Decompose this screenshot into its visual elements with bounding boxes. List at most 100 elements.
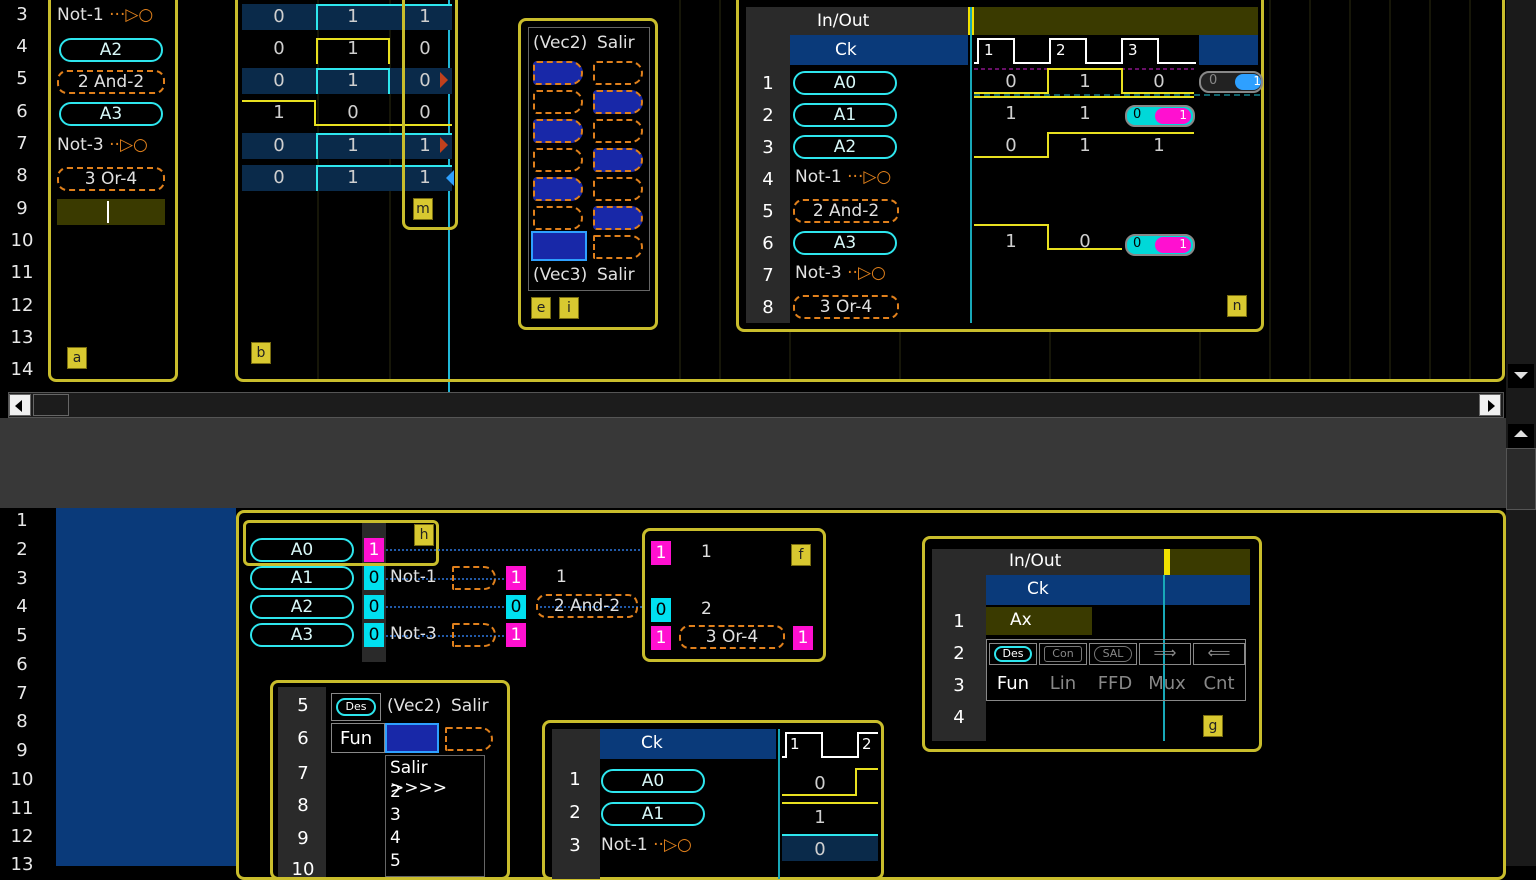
tab-cnt[interactable]: Cnt (1203, 673, 1235, 694)
buffer-gate-icon[interactable] (531, 231, 587, 261)
scroll-right-button[interactable] (1479, 394, 1501, 416)
or-4-gate[interactable]: 3 Or-4 (57, 167, 165, 191)
menu-item-4[interactable]: 4 (390, 828, 401, 848)
vec2-label[interactable]: (Vec2) (533, 33, 588, 53)
not-1-label[interactable]: Not-1 (390, 567, 437, 587)
pane-splitter[interactable] (0, 418, 1506, 508)
tab-con[interactable]: Con (1039, 643, 1087, 665)
and-gate-icon[interactable] (533, 61, 583, 85)
signal-a0[interactable]: A0 (250, 538, 354, 562)
edit-row[interactable] (57, 199, 165, 225)
bit-not1[interactable]: 1 (506, 566, 526, 590)
tab-ffd[interactable]: FFD (1097, 673, 1133, 694)
vec2-label[interactable]: (Vec2) (387, 696, 442, 716)
and-gate-icon[interactable] (385, 723, 439, 753)
menu-item-2[interactable]: 2 (390, 782, 401, 802)
or-gate-icon[interactable] (533, 119, 583, 143)
not-1-gate[interactable]: Not-1 ··▷○ (601, 835, 692, 855)
panel-ck[interactable]: Ck 1 2 1 2 3 A0 A1 Not-1 ··▷○ 0 1 0 (542, 720, 884, 880)
buffer-gate-icon[interactable] (593, 235, 643, 259)
salir-label[interactable]: Salir (451, 696, 489, 716)
bit-f1[interactable]: 1 (651, 541, 671, 565)
not-gate-icon[interactable] (452, 623, 496, 647)
tab-fun[interactable]: Fun (996, 673, 1030, 694)
panel-b-frame[interactable] (235, 0, 1505, 382)
menu-item-5[interactable]: 5 (390, 851, 401, 871)
signal-a3[interactable]: A3 (793, 231, 897, 255)
xnor-gate-icon[interactable] (593, 206, 643, 230)
bit-or4-out[interactable]: 1 (793, 626, 813, 650)
and-gate-icon[interactable] (533, 177, 583, 201)
signal-a1[interactable]: A1 (250, 566, 354, 590)
not-gate-icon[interactable] (445, 727, 493, 751)
salir-label[interactable]: Salir (597, 265, 635, 285)
or-4-gate[interactable]: 3 Or-4 (793, 295, 899, 319)
and-2-gate[interactable]: 2 And-2 (57, 70, 165, 94)
xnor-gate-icon[interactable] (593, 148, 643, 172)
scroll-down-button[interactable] (1508, 364, 1534, 388)
dropdown-menu[interactable]: Salir >>>> 2 3 4 5 (385, 755, 485, 877)
scroll-thumb[interactable] (1506, 448, 1536, 510)
signal-a3[interactable]: A3 (250, 623, 354, 647)
signal-a1[interactable]: A1 (793, 103, 897, 127)
vec3-label[interactable]: (Vec3) (533, 265, 588, 285)
not-3-label[interactable]: Not-3 (390, 624, 437, 644)
panel-a[interactable]: Not-1 ···▷○ A2 2 And-2 A3 Not-3 ··▷○ 3 O… (48, 0, 178, 382)
bit-and2-in[interactable]: 0 (506, 595, 526, 619)
or-4-gate[interactable]: 3 Or-4 (679, 625, 785, 649)
not-1-gate[interactable]: Not-1 ···▷○ (795, 167, 892, 187)
bit-a0[interactable]: 1 (364, 538, 384, 562)
signal-a2[interactable]: A2 (59, 38, 163, 62)
xor-gate-icon[interactable] (533, 148, 583, 172)
nand-gate-icon[interactable] (593, 90, 643, 114)
signal-a2[interactable]: A2 (250, 595, 354, 619)
bit-a1[interactable]: 0 (364, 566, 384, 590)
not-gate-icon[interactable] (593, 61, 643, 85)
vertical-scrollbar[interactable] (1506, 0, 1536, 866)
or-gate-icon[interactable] (593, 177, 643, 201)
tab-fun[interactable]: Fun (331, 723, 385, 753)
menu-item-salir[interactable]: Salir >>>> (390, 758, 447, 798)
tab-des[interactable]: Des (331, 693, 381, 721)
and-2-gate[interactable]: 2 And-2 (536, 594, 638, 618)
signal-a3[interactable]: A3 (59, 102, 163, 126)
panel-g[interactable]: In/Out Ck 1 2 3 4 Ax Des Con SAL ⟹ ⟸ Fun… (922, 536, 1262, 752)
tab-des[interactable]: Des (989, 643, 1037, 665)
xor-gate-icon[interactable] (533, 206, 583, 230)
panel-f[interactable]: 1 0 1 1 2 3 Or-4 1 f (642, 528, 826, 662)
and-gate-icon[interactable] (533, 90, 583, 114)
panel-h[interactable] (243, 520, 439, 566)
salir-label[interactable]: Salir (597, 33, 635, 53)
signal-a0[interactable]: A0 (601, 769, 705, 793)
signal-name-input[interactable]: Ax (986, 607, 1092, 635)
bit-f3[interactable]: 1 (651, 626, 671, 650)
tab-mux[interactable]: Mux (1148, 673, 1186, 694)
nor-gate-icon[interactable] (593, 119, 643, 143)
scroll-left-button[interactable] (9, 394, 31, 416)
selection-column[interactable] (56, 508, 236, 866)
signal-a2[interactable]: A2 (793, 135, 897, 159)
panel-ei[interactable]: (Vec2) Salir (Vec3) Salir e i (518, 18, 658, 330)
signal-a0[interactable]: A0 (793, 71, 897, 95)
not-gate-icon[interactable] (452, 566, 496, 590)
panel-n[interactable]: In/Out Ck 1 2 3 1 2 3 4 5 6 7 8 A0 A1 A2… (736, 0, 1264, 332)
bit-f2[interactable]: 0 (651, 598, 671, 622)
panel-m[interactable]: m (402, 0, 458, 230)
bit-a2[interactable]: 0 (364, 595, 384, 619)
tab-sal[interactable]: SAL (1089, 643, 1137, 665)
menu-item-3[interactable]: 3 (390, 805, 401, 825)
not-3-gate[interactable]: Not-3 ··▷○ (795, 263, 886, 283)
top-horizontal-scrollbar[interactable] (8, 392, 1504, 418)
scroll-thumb[interactable] (33, 394, 69, 416)
bit-a3[interactable]: 0 (364, 623, 384, 647)
bit-not3[interactable]: 1 (506, 623, 526, 647)
arrow-right-icon[interactable]: ⟹ (1139, 643, 1191, 665)
arrow-left-icon[interactable]: ⟸ (1193, 643, 1245, 665)
and-2-gate[interactable]: 2 And-2 (793, 199, 899, 223)
not-1-gate[interactable]: Not-1 ···▷○ (57, 5, 154, 25)
tab-lin[interactable]: Lin (1049, 673, 1077, 694)
signal-a1[interactable]: A1 (601, 802, 705, 826)
scroll-up-button[interactable] (1508, 424, 1534, 448)
not-3-gate[interactable]: Not-3 ··▷○ (57, 135, 148, 155)
panel-menu[interactable]: 5 6 7 8 9 10 Des (Vec2) Salir Fun Salir … (270, 680, 510, 880)
